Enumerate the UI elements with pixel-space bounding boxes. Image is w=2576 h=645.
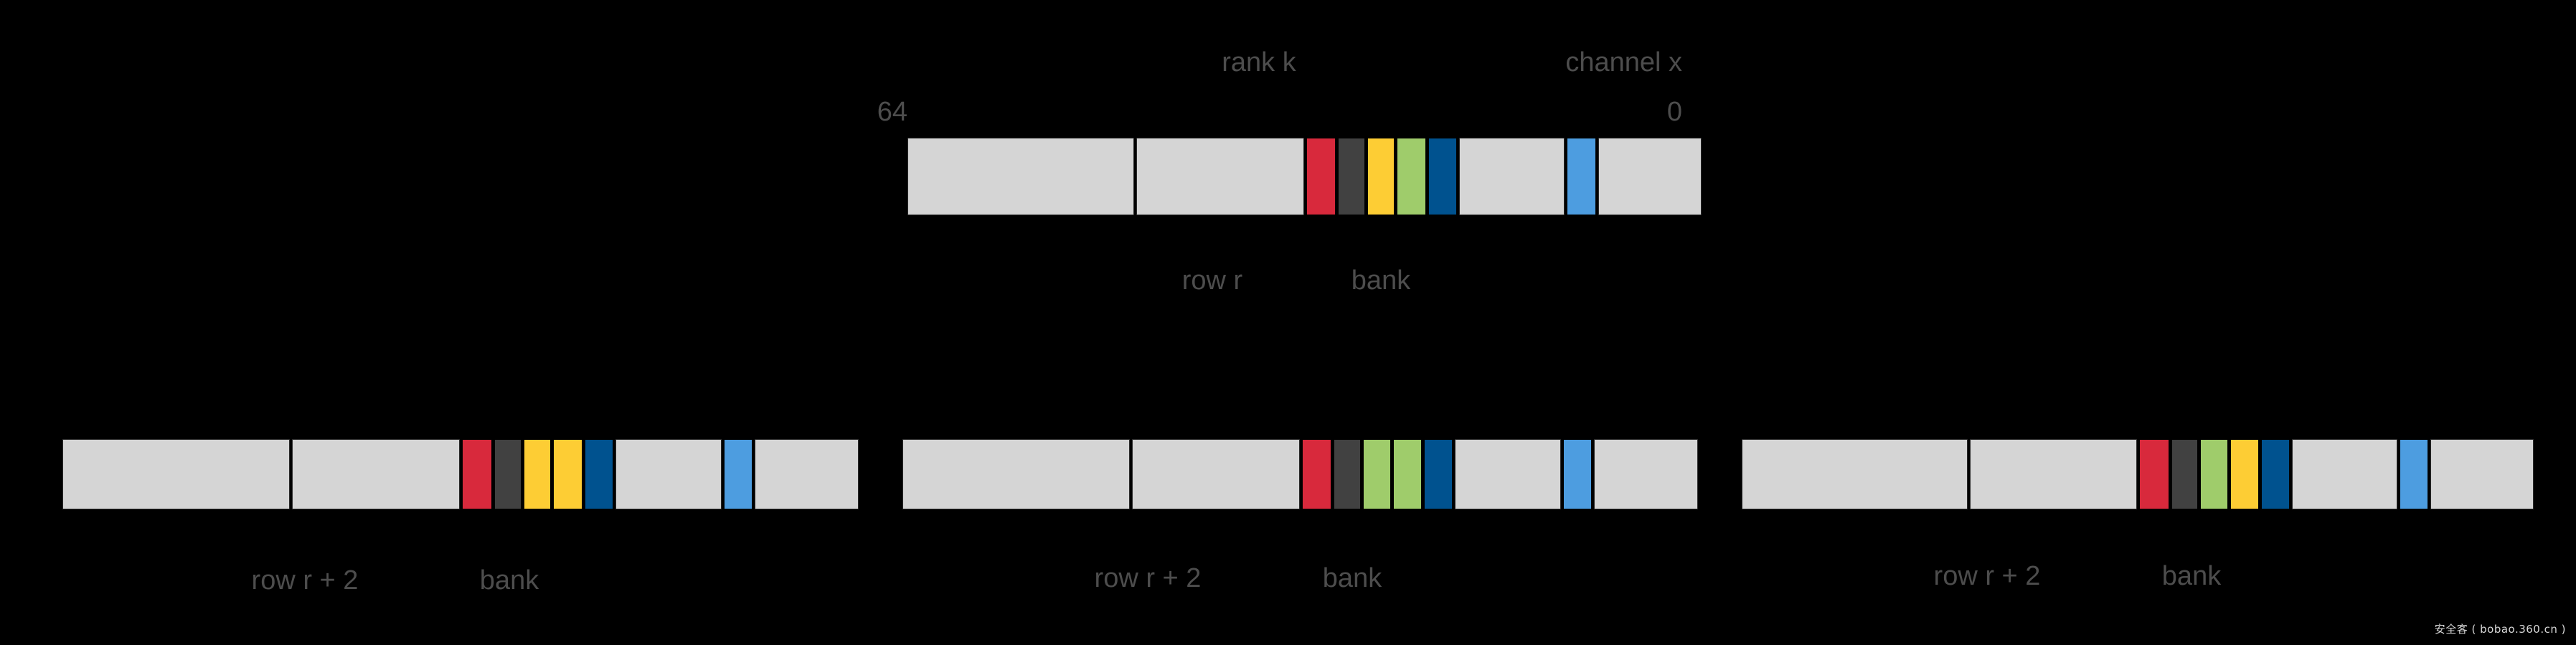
top-bit-label-msb: 64 — [877, 97, 907, 127]
segment-bit-darkblue — [2261, 439, 2290, 509]
segment-unused-high — [902, 439, 1130, 509]
segment-bit-darkblue — [1428, 138, 1457, 215]
segment-bit-darkgray — [1338, 138, 1365, 215]
segment-filler-low — [1598, 138, 1702, 215]
segment-filler-mid — [615, 439, 722, 509]
segment-bit-yellow-1 — [523, 439, 552, 509]
segment-filler-low — [755, 439, 859, 509]
segment-bit-red — [2139, 439, 2169, 509]
segment-bit-green — [1397, 138, 1427, 215]
bottom-left-address-bar — [62, 439, 859, 509]
segment-bit-red — [1306, 138, 1336, 215]
segment-row-r-plus-2 — [291, 439, 461, 509]
bottom-left-label-row: row r + 2 — [251, 565, 359, 595]
segment-bit-green-2 — [1392, 439, 1423, 509]
segment-unused-high — [62, 439, 290, 509]
segment-bit-red — [462, 439, 492, 509]
bottom-right-label-row: row r + 2 — [1933, 561, 2041, 591]
segment-bit-darkgray — [2171, 439, 2199, 509]
watermark: 安全客 ( bobao.360.cn ) — [2434, 623, 2566, 636]
segment-row-r-plus-2 — [1131, 439, 1300, 509]
top-label-channel: channel x — [1565, 47, 1682, 77]
segment-bit-green — [2200, 439, 2228, 509]
bottom-middle-address-bar — [902, 439, 1698, 509]
segment-bit-yellow — [1367, 138, 1395, 215]
top-label-bank: bank — [1351, 265, 1411, 296]
segment-filler-low — [2430, 439, 2534, 509]
segment-bit-darkblue — [1424, 439, 1453, 509]
segment-filler-low — [1594, 439, 1698, 509]
top-label-rank: rank k — [1222, 47, 1296, 77]
segment-bit-darkgray — [1334, 439, 1362, 509]
segment-filler-mid — [1458, 138, 1565, 215]
segment-unused-high — [907, 138, 1134, 215]
segment-bit-yellow-2 — [553, 439, 583, 509]
segment-bit-lightblue — [1562, 439, 1593, 509]
segment-bit-lightblue — [723, 439, 753, 509]
top-label-row: row r — [1181, 265, 1243, 296]
segment-filler-mid — [2291, 439, 2397, 509]
segment-unused-high — [1742, 439, 1968, 509]
bottom-left-label-bank: bank — [479, 565, 539, 595]
bottom-right-label-bank: bank — [2161, 561, 2222, 591]
segment-bit-yellow — [2230, 439, 2260, 509]
bottom-middle-label-row: row r + 2 — [1094, 563, 1202, 593]
bottom-middle-label-bank: bank — [1322, 563, 1382, 593]
top-address-bar — [907, 138, 1702, 215]
segment-bit-red — [1301, 439, 1332, 509]
segment-bit-lightblue — [2399, 439, 2429, 509]
segment-bit-lightblue — [1567, 138, 1596, 215]
segment-bit-green-1 — [1363, 439, 1391, 509]
segment-bit-darkgray — [494, 439, 522, 509]
segment-bit-darkblue — [585, 439, 613, 509]
segment-row-r — [1136, 138, 1304, 215]
top-bit-label-lsb: 0 — [1666, 97, 1682, 127]
segment-filler-mid — [1455, 439, 1561, 509]
bottom-right-address-bar — [1742, 439, 2534, 509]
segment-row-r-plus-2 — [1970, 439, 2138, 509]
